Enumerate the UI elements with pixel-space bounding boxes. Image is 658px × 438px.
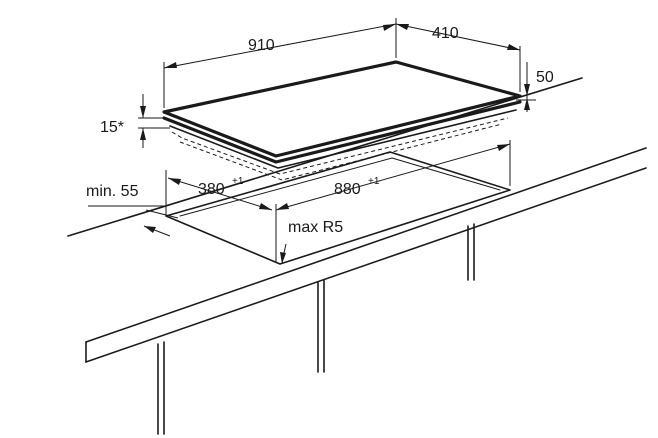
label-50: 50 xyxy=(536,69,554,86)
arrow-50-bottom xyxy=(524,98,530,110)
label-910: 910 xyxy=(248,37,275,54)
arrow-910-right xyxy=(383,24,396,31)
worktop-front-top-edge xyxy=(85,147,647,343)
hob-hidden-body xyxy=(171,117,509,175)
dim-line-min55 xyxy=(145,209,179,219)
arrow-380-right xyxy=(259,203,272,210)
arrow-880-left xyxy=(276,203,289,210)
arrow-50-top xyxy=(524,84,530,96)
dim-line-380 xyxy=(167,177,273,211)
dim-hob-height: 50 xyxy=(516,62,554,112)
dim-line-880 xyxy=(275,143,511,211)
arrow-380-left xyxy=(168,178,181,185)
arrow-880-right xyxy=(497,144,510,151)
arrow-15-bottom xyxy=(140,128,146,140)
label-380: 380 xyxy=(198,181,225,198)
label-max-r5: max R5 xyxy=(288,219,343,236)
dim-cutout-width: 880 +1 xyxy=(275,140,511,262)
dim-hob-depth: 410 xyxy=(395,23,521,92)
arrow-15-top xyxy=(140,106,146,118)
dim-min-distance: min. 55 xyxy=(86,183,179,237)
cabinet-legs xyxy=(157,223,475,435)
cutout-inner-back xyxy=(179,157,501,217)
arrow-r5 xyxy=(280,252,286,264)
label-15: 15* xyxy=(100,119,124,136)
label-410: 410 xyxy=(432,25,459,42)
hob xyxy=(162,60,522,181)
dim-edge-height: 15* xyxy=(100,94,170,148)
arrow-910-left xyxy=(164,62,177,68)
label-min55: min. 55 xyxy=(86,183,139,200)
corner-radius-callout: max R5 xyxy=(280,219,343,264)
worktop xyxy=(67,77,647,363)
dim-hob-width: 910 xyxy=(163,18,397,108)
hob-hidden-body-lower xyxy=(179,123,503,181)
hob-frame-bottom xyxy=(169,109,517,169)
label-880: 880 xyxy=(334,181,361,198)
hob-glass-top xyxy=(162,60,522,158)
cutout-outline xyxy=(165,151,511,265)
arrow-410-right xyxy=(507,44,520,50)
dim-line-910 xyxy=(163,23,397,69)
label-880-tolerance: +1 xyxy=(368,176,380,187)
hob-frame-edge xyxy=(162,100,522,164)
worktop-cutout xyxy=(165,151,511,265)
label-380-tolerance: +1 xyxy=(232,176,244,187)
arrow-min55 xyxy=(144,226,156,233)
dim-cutout-depth: 380 +1 xyxy=(165,170,273,216)
worktop-front-bottom-edge xyxy=(85,167,647,363)
arrow-410-left xyxy=(396,24,409,30)
dim-line-410 xyxy=(395,23,521,51)
